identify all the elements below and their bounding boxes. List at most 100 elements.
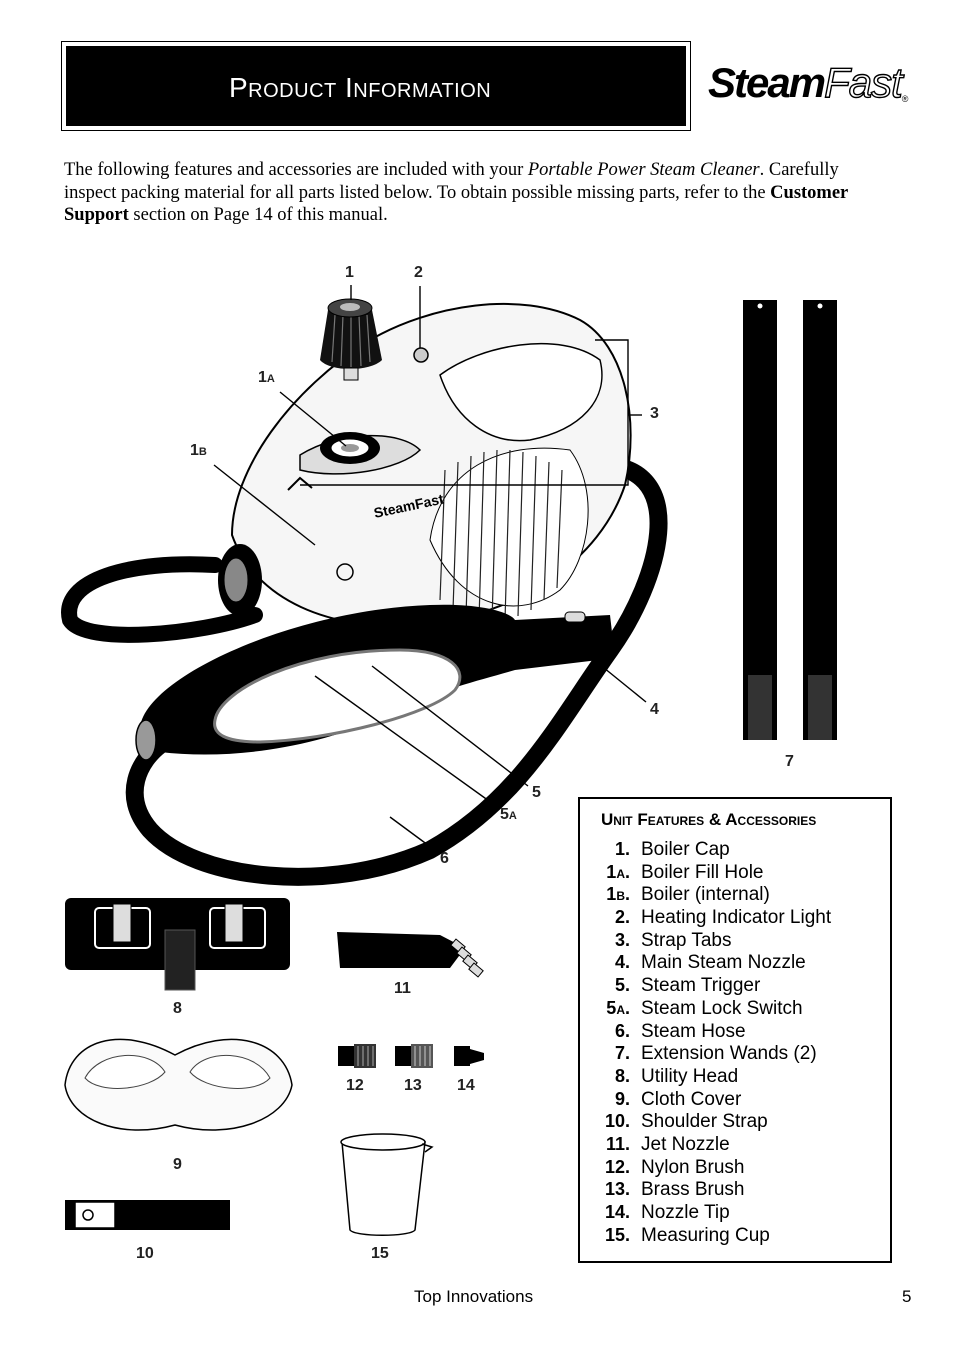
feature-number: 1A.: [606, 861, 630, 882]
callout-5: 5: [532, 784, 541, 801]
jet-nozzle-illustration: [337, 932, 484, 978]
feature-label: Utility Head: [641, 1065, 739, 1087]
callout-6: 6: [440, 850, 449, 867]
feature-label: Extension Wands (2): [641, 1043, 817, 1065]
feature-label: Boiler Cap: [641, 839, 730, 860]
feature-item: 2. Heating Indicator Light: [580, 907, 890, 930]
feature-number: 14.: [604, 1202, 630, 1222]
feature-item: 13. Brass Brush: [580, 1179, 890, 1202]
steam-cleaner-body: SteamFast: [218, 302, 632, 627]
callout-1a-number: 1: [258, 369, 267, 386]
feature-item: 11. Jet Nozzle: [580, 1134, 890, 1157]
nozzle-tip-illustration: [454, 1046, 484, 1066]
feature-item: 9.Cloth Cover: [580, 1089, 890, 1112]
intro-paragraph: The following features and accessories a…: [64, 159, 894, 227]
feature-label: Boiler (internal): [641, 884, 770, 906]
feature-number: 13.: [604, 1179, 630, 1200]
feature-item: 12.Nylon Brush: [580, 1157, 890, 1180]
feature-label: Measuring Cup: [641, 1224, 770, 1246]
callout-1b: 1B: [190, 442, 207, 460]
feature-label: Steam Hose: [641, 1020, 746, 1042]
callout-1a: 1A: [258, 369, 275, 387]
nylon-brush-illustration: [338, 1044, 376, 1068]
shoulder-strap-illustration: [65, 1200, 230, 1230]
callout-leader-lines: [213, 285, 647, 852]
callout-5a-number: 5: [500, 806, 509, 823]
feature-number: 2.: [614, 907, 630, 928]
callout-1a-suffix: A: [266, 373, 275, 385]
feature-number: 5.: [614, 975, 630, 996]
feature-list: 1. Boiler Cap 1A. Boiler Fill Hole 1B. Boiler…: [580, 839, 890, 1247]
callout-10: 10: [136, 1245, 154, 1262]
intro-text-2: . Carefully inspect packing material for…: [64, 160, 839, 203]
feature-item: 1B. Boiler (internal): [580, 884, 890, 907]
feature-item: 7. Extension Wands (2): [580, 1043, 890, 1066]
customer-support-ref: Customer Support: [64, 182, 848, 226]
features-title: Unit Features & Accessories: [601, 810, 817, 829]
feature-label: Strap Tabs: [641, 929, 732, 951]
feature-label: Boiler Fill Hole: [641, 861, 764, 883]
callout-15: 15: [371, 1245, 389, 1262]
brass-brush-illustration: [395, 1044, 433, 1068]
callout-1b-number: 1: [190, 442, 199, 459]
intro-text-3: section on Page 14 of this manual.: [128, 205, 388, 225]
callout-5a: 5A: [500, 806, 517, 824]
page-title: Product Information: [229, 72, 492, 103]
feature-item: 4. Main Steam Nozzle: [580, 952, 890, 975]
feature-label: Brass Brush: [641, 1179, 745, 1201]
callout-13: 13: [404, 1077, 422, 1094]
header-background: Product Information: [66, 46, 686, 126]
feature-label: Shoulder Strap: [641, 1111, 768, 1133]
feature-item: 6.Steam Hose: [580, 1021, 890, 1044]
feature-number: 7.: [614, 1043, 630, 1064]
feature-number: 8.: [614, 1065, 630, 1086]
registered-mark: ®: [901, 94, 909, 104]
callout-1: 1: [345, 264, 354, 281]
logo-word-fast: Fast: [823, 59, 903, 106]
utility-head-illustration: [65, 898, 290, 991]
feature-item: 15. Measuring Cup: [580, 1225, 890, 1248]
logo-word-steam: Steam: [708, 59, 826, 106]
feature-label: Steam Lock Switch: [641, 997, 803, 1019]
page-number: 5: [902, 1287, 912, 1306]
feature-label: Main Steam Nozzle: [641, 952, 806, 974]
callout-1b-suffix: B: [198, 446, 207, 458]
product-name: Portable Power Steam Cleaner: [527, 160, 760, 180]
feature-item: 3. Strap Tabs: [580, 930, 890, 953]
main-steam-nozzle-illustration: [135, 604, 615, 761]
callout-9: 9: [173, 1156, 182, 1173]
feature-number: 10.: [604, 1111, 630, 1132]
feature-number: 11.: [605, 1133, 630, 1154]
callout-14: 14: [457, 1077, 475, 1094]
intro-text-1: The following features and accessories a…: [64, 160, 528, 180]
feature-item: 5A. Steam Lock Switch: [580, 998, 890, 1021]
callout-12: 12: [346, 1077, 364, 1094]
feature-number: 4.: [614, 952, 630, 973]
feature-item: 1A. Boiler Fill Hole: [580, 862, 890, 885]
boiler-cap-illustration: [320, 298, 382, 381]
feature-number: 3.: [614, 929, 630, 950]
callout-8: 8: [173, 1000, 182, 1017]
feature-number: 5A.: [606, 997, 630, 1018]
section-header: Product Information: [61, 41, 691, 131]
cloth-cover-illustration: [64, 1038, 293, 1131]
feature-number: 15.: [604, 1224, 630, 1245]
features-accessories-box: Unit Features & Accessories 1. Boiler Cap…: [578, 797, 892, 1263]
extension-wands-illustration: [743, 300, 837, 740]
feature-label: Heating Indicator Light: [641, 907, 832, 929]
feature-item: 14. Nozzle Tip: [580, 1202, 890, 1225]
feature-number: 1.: [614, 839, 630, 859]
callout-11: 11: [394, 980, 411, 997]
callout-5a-suffix: A: [508, 810, 517, 822]
feature-number: 9.: [614, 1088, 630, 1109]
feature-item: 8. Utility Head: [580, 1066, 890, 1089]
feature-label: Jet Nozzle: [641, 1133, 730, 1155]
feature-label: Nozzle Tip: [641, 1202, 730, 1223]
footer-company: Top Innovations: [414, 1287, 534, 1306]
steam-hose-illustration: [61, 456, 668, 886]
measuring-cup-illustration: [340, 1133, 434, 1236]
feature-label: Nylon Brush: [641, 1156, 745, 1178]
feature-number: 1B.: [606, 884, 630, 905]
callout-3: 3: [650, 405, 659, 422]
